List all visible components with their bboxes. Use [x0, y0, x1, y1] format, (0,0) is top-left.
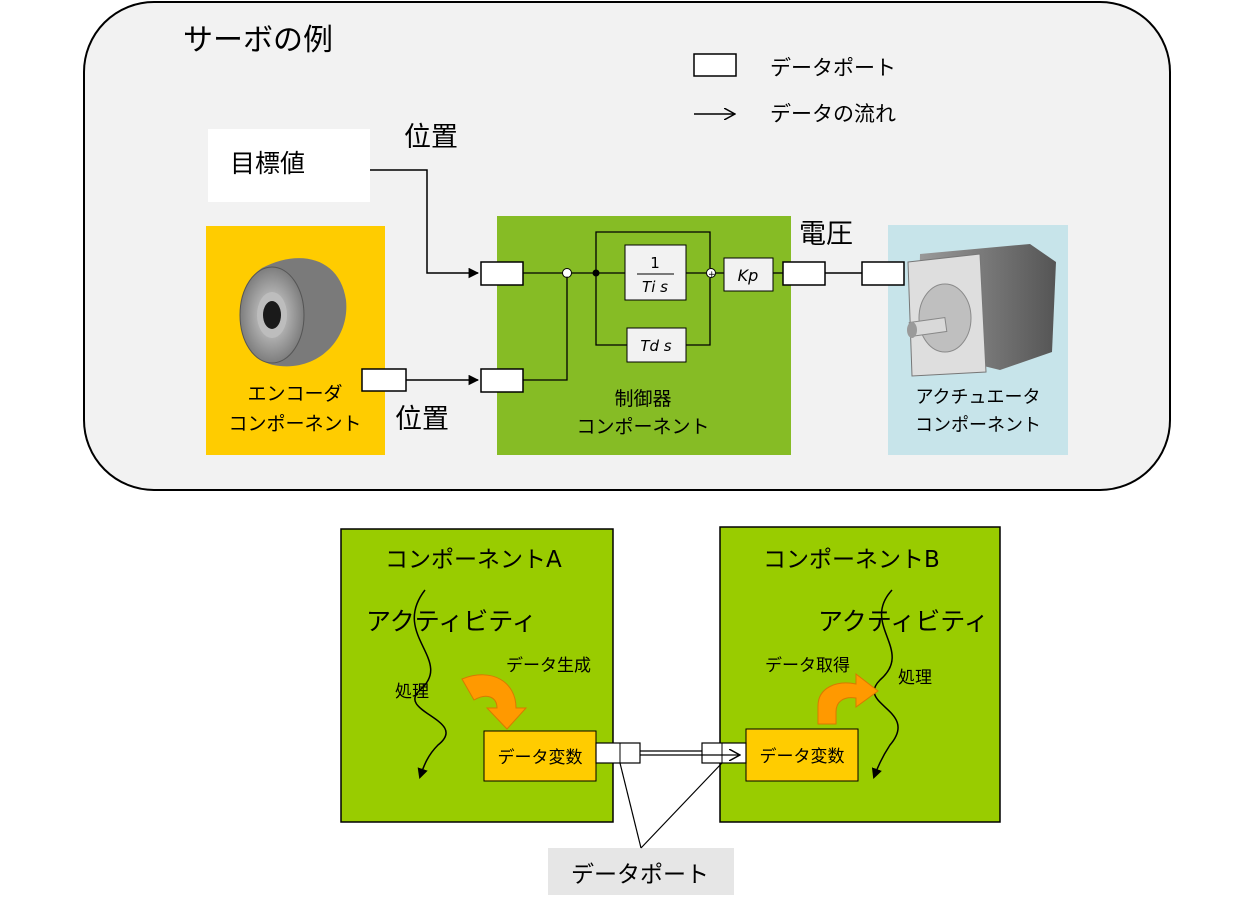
component-a-variable: [483, 730, 597, 782]
component-a-process: 処理: [395, 682, 429, 702]
ctrl-wire-deriv-out: [686, 278, 711, 346]
component-a-out-port: [595, 742, 641, 764]
integral-block: [624, 244, 687, 301]
ctrl-wire-upper-loop: [595, 231, 711, 273]
target-value-label: 目標値: [230, 149, 305, 178]
activity-curve-a: [413, 589, 447, 779]
servo-title: サーボの例: [183, 23, 333, 58]
component-b-data-get: データ取得: [765, 655, 850, 676]
controller-label-line1: 制御器: [614, 388, 671, 410]
integral-denominator: Ti s: [642, 278, 668, 296]
derivative-label: Td s: [640, 337, 671, 355]
gain-block: [723, 257, 774, 292]
component-b-activity: アクティビティ: [818, 607, 989, 636]
component-a-title: コンポーネントA: [385, 547, 562, 573]
data-get-arrow-icon: [817, 672, 879, 725]
ctrl-sum-plus-sign: +: [708, 270, 716, 280]
target-value-box: [208, 129, 370, 202]
actuator-label-line1: アクチュエータ: [915, 387, 1040, 408]
port-callout-leader-b: [640, 762, 723, 849]
legend-flow-label: データの流れ: [770, 102, 896, 126]
legend-port-label: データポート: [770, 56, 896, 80]
component-b-variable: [745, 728, 859, 782]
encoder-out-port: [361, 368, 407, 392]
ctrl-wire-lower-loop: [595, 273, 627, 346]
ctrl-wire-feedback: [523, 278, 568, 381]
controller-label-line2: コンポーネント: [576, 416, 709, 438]
data-gen-arrow-icon: [461, 674, 528, 730]
actuator-in-port: [861, 261, 905, 286]
port-callout-label: データポート: [571, 862, 709, 888]
ctrl-sum-minus-sign: -: [565, 272, 569, 283]
position-label-top: 位置: [404, 122, 458, 153]
component-b-variable-label: データ変数: [760, 746, 845, 767]
component-a-activity: アクティビティ: [366, 607, 537, 636]
component-a-variable-label: データ変数: [498, 747, 583, 768]
encoder-label-line2: コンポーネント: [228, 413, 361, 435]
port-callout-box: [548, 848, 734, 895]
encoder-label-line1: エンコーダ: [247, 383, 342, 405]
component-b-in-port: [701, 742, 747, 764]
voltage-label: 電圧: [799, 219, 853, 250]
component-b-title: コンポーネントB: [763, 547, 940, 573]
actuator-motor-image: [907, 244, 1056, 377]
derivative-block: [626, 327, 687, 363]
controller-in-port-target: [480, 261, 524, 286]
port-callout-leader-a: [619, 762, 642, 849]
activity-curve-b: [871, 589, 899, 779]
legend-port-icon: [693, 53, 737, 77]
position-label-bottom: 位置: [395, 404, 449, 435]
actuator-label-line2: コンポーネント: [915, 415, 1041, 436]
component-b-process: 処理: [898, 668, 932, 688]
controller-in-port-feedback: [480, 368, 524, 393]
controller-out-port: [782, 261, 826, 286]
encoder-image: [239, 258, 347, 367]
gain-label: Kp: [738, 266, 759, 285]
ctrl-sum-plus: [706, 268, 716, 278]
wire-target-to-controller: [370, 169, 480, 279]
integral-numerator: 1: [650, 254, 660, 272]
component-a-data-gen: データ生成: [506, 655, 591, 676]
ctrl-sum-minus: [562, 268, 572, 278]
